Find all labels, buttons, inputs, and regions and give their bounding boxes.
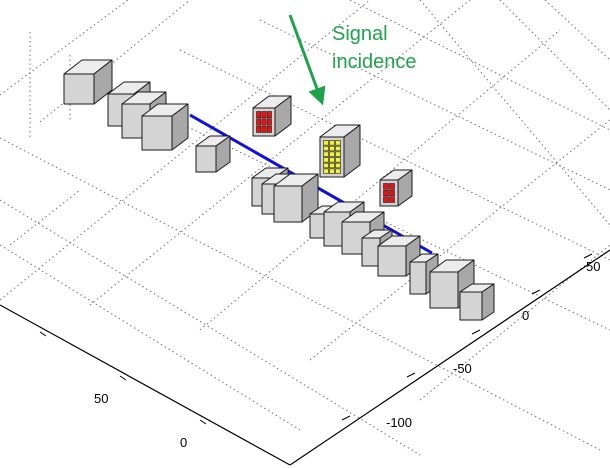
building [273,173,319,223]
signal-arrow [288,14,326,106]
tick-label-right-0: 0 [522,308,529,323]
building-red [252,95,292,137]
tick-label-right-minus50: -50 [453,361,472,376]
axis-tick-marks [39,253,593,425]
annotation-incidence: incidence [332,51,417,73]
building [459,283,495,321]
tick-label-left-0: 0 [180,435,187,450]
building-yellow [319,124,361,178]
axis-frame [0,249,610,466]
buildings [63,59,495,321]
building-red [379,169,413,207]
tick-label-right-50: 50 [586,259,600,274]
tick-label-right-minus100: -100 [386,415,412,430]
annotation-signal: Signal [332,23,388,45]
building [141,103,189,151]
building [195,135,231,173]
tick-label-left-50: 50 [94,391,108,406]
building [63,59,113,105]
